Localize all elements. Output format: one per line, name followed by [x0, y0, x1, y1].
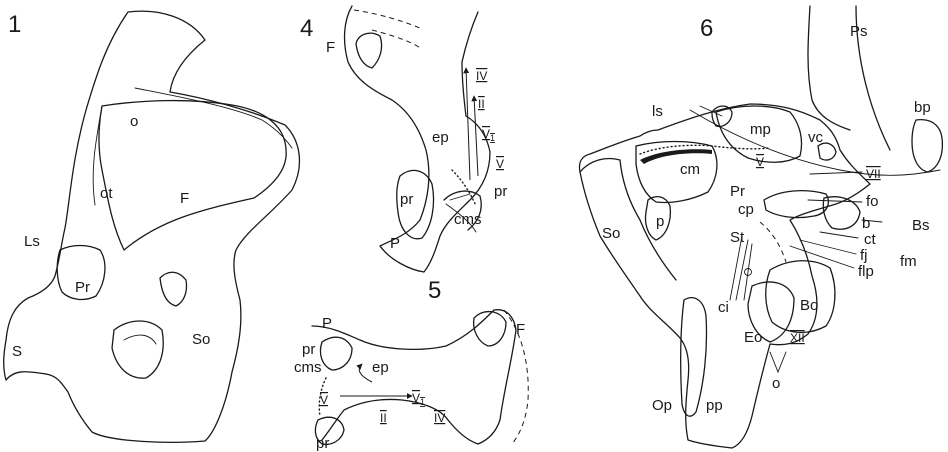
- figure-5-process-pr: [320, 337, 352, 370]
- figure-4-label-P: P: [390, 235, 400, 252]
- figure-6-label-b: b: [862, 215, 870, 232]
- figure-5-label-pr-b: pr: [316, 435, 329, 452]
- figure-6: 6 Ps bp ls mp vc cm: [579, 6, 942, 448]
- figure-1-label-ot: ot: [100, 185, 113, 202]
- figure-6-label-So: So: [602, 225, 620, 242]
- figure-6-label-p: p: [656, 213, 664, 230]
- figure-6-opisthotic: [681, 298, 707, 416]
- figure-6-black-canal: [640, 149, 712, 164]
- figure-1-label-Ls: Ls: [24, 233, 40, 250]
- figure-4-label-pr-a: pr: [400, 191, 413, 208]
- figure-4-label-IV: IV: [476, 69, 487, 83]
- figure-6-leader-ci-2: [736, 240, 748, 300]
- figure-6-basipterygoid: [912, 120, 942, 172]
- figure-1-foramen-inner: [124, 335, 156, 344]
- figure-6-label-cp: cp: [738, 201, 754, 218]
- figure-5-arrow-2: [359, 364, 372, 382]
- figure-4-frontal-knob: [356, 33, 382, 68]
- figure-4-dotted-path: [452, 170, 476, 206]
- figure-4-label-ep: ep: [432, 129, 449, 146]
- figure-5-number: 5: [428, 277, 441, 304]
- figure-5-label-pr-a: pr: [302, 341, 315, 358]
- figure-5-label-cms: cms: [294, 359, 322, 376]
- figure-1-outline: [4, 11, 300, 442]
- figure-6-label-o: o: [772, 375, 780, 392]
- figure-6-parasphenoid-outline-2: [808, 6, 850, 130]
- figure-6-label-ct: ct: [864, 231, 877, 248]
- figure-6-label-fm: fm: [900, 253, 917, 270]
- figure-6-label-XII: XII: [790, 331, 805, 345]
- figure-5-label-ep: ep: [372, 359, 389, 376]
- figure-6-label-Bs: Bs: [912, 217, 930, 234]
- figure-4-label-V1: V1: [482, 127, 495, 143]
- figure-6-label-Eo: Eo: [744, 329, 762, 346]
- figure-1-label-o: o: [130, 113, 138, 130]
- figure-5-label-V: V: [320, 393, 328, 407]
- figure-6-fo-oval: [764, 191, 828, 218]
- figure-6-label-Bo: Bo: [800, 297, 818, 314]
- figure-6-label-ci: ci: [718, 299, 729, 316]
- figure-6-label-fo: fo: [866, 193, 879, 210]
- figure-4-label-cms: cms: [454, 211, 482, 228]
- figure-1-number: 1: [8, 11, 21, 38]
- figure-6-label-vc: vc: [808, 129, 824, 146]
- figure-1-label-So: So: [192, 331, 210, 348]
- figure-6-label-mp: mp: [750, 121, 771, 138]
- figure-6-label-pp: pp: [706, 397, 723, 414]
- figure-6-label-St: St: [730, 229, 745, 246]
- figure-1-label-F: F: [180, 190, 189, 207]
- figure-1-label-S: S: [12, 343, 22, 360]
- figure-6-leader-fo: [808, 200, 862, 202]
- figure-4-number: 4: [300, 15, 313, 42]
- figure-5-label-IV: IV: [434, 411, 445, 425]
- figure-6-label-flp: flp: [858, 263, 874, 280]
- figure-4-label-F: F: [326, 39, 335, 56]
- figure-1-ventral-notch: [160, 272, 187, 306]
- figure-5-label-II: II: [380, 411, 387, 425]
- figure-4-dashed-contour: [354, 10, 420, 28]
- figure-4-label-II: II: [478, 97, 485, 111]
- figure-5-frontal-knob: [474, 312, 506, 346]
- figure-6-label-bp: bp: [914, 99, 931, 116]
- figure-6-label-Op: Op: [652, 397, 672, 414]
- figure-5-outline: [312, 310, 516, 444]
- figure-4: 4 F IV II V1 V ep pr pr cms P: [300, 6, 507, 272]
- figure-1: 1 o ot F Ls Pr S So: [4, 11, 300, 442]
- figure-4-dashed-contour-2: [372, 30, 420, 48]
- figure-5: 5 P F pr cms ep V V1 II IV pr: [294, 277, 528, 452]
- figure-6-main-outline: [579, 104, 870, 448]
- figure-4-label-pr-b: pr: [494, 183, 507, 200]
- figure-6-leader-VII: [810, 172, 862, 174]
- figure-5-label-F: F: [516, 321, 525, 338]
- figure-4-hatch: [450, 194, 470, 200]
- figure-4-arrow-1: [466, 68, 470, 180]
- figure-6-number: 6: [700, 15, 713, 42]
- figure-6-label-Pr: Pr: [730, 183, 745, 200]
- figure-1-label-Pr: Pr: [75, 279, 90, 296]
- figure-1-foramen: [112, 321, 163, 378]
- figure-6-label-cm: cm: [680, 161, 700, 178]
- figure-6-label-VII: VII: [866, 167, 881, 181]
- figure-6-label-Ps: Ps: [850, 23, 868, 40]
- figure-6-label-fj: fj: [860, 247, 868, 264]
- figure-4-label-V: V: [496, 157, 504, 171]
- figure-6-label-ls: ls: [652, 103, 663, 120]
- figure-5-label-V1: V1: [412, 391, 425, 407]
- figure-6-dashed-contour: [760, 222, 786, 262]
- figure-6-leader-ct: [820, 232, 858, 238]
- figure-5-label-P: P: [322, 315, 332, 332]
- figure-6-label-V: V: [756, 155, 764, 169]
- figure-6-V-chevron: [770, 352, 786, 372]
- figure-1-otic-region: [99, 101, 286, 250]
